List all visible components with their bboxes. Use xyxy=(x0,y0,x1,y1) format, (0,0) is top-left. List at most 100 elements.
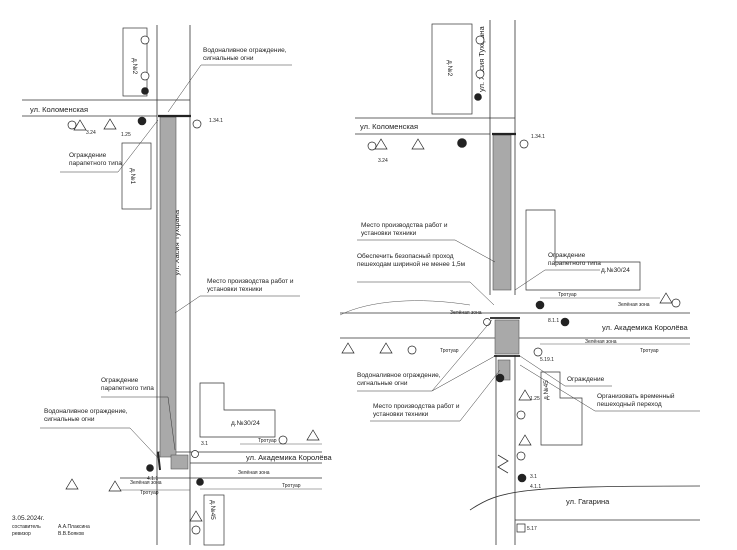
sign-code: 1.25 xyxy=(530,396,540,402)
right-building-d2-label: д.№2 xyxy=(446,60,453,77)
left-signs-top: 1.25 1.34.1 3.24 xyxy=(67,35,223,138)
left-work-zone-intersection xyxy=(170,454,189,470)
left-callout-water-top: Водоналивное ограждение,сигнальные огни xyxy=(203,47,287,62)
sign-code: 3.1 xyxy=(201,441,208,447)
speed-limit-sign-icon xyxy=(367,141,377,151)
no-entry-sign-icon xyxy=(457,138,467,148)
lane-sign-icon xyxy=(483,318,491,326)
warning-triangle-icon xyxy=(518,434,532,446)
sign-code: 4.1.1 xyxy=(147,476,158,482)
sign-code: 4.1.1 xyxy=(530,484,541,490)
left-sidewalk-label-2: Тротуар xyxy=(282,483,301,489)
right-break-mark-2 xyxy=(497,454,509,474)
left-street-hasiya: ул. Хасия Тухфана xyxy=(172,209,181,275)
no-entry-sign-icon xyxy=(560,317,570,327)
left-footer-role1: составитель xyxy=(12,524,41,530)
warning-triangle-icon xyxy=(379,342,393,354)
warning-triangle-icon xyxy=(659,292,673,304)
right-callout-work-bottom-leader xyxy=(459,369,501,422)
warning-triangle-icon xyxy=(73,119,87,131)
pedestrian-crossing-sign-icon xyxy=(533,347,543,357)
sign-code: 3.24 xyxy=(86,130,96,136)
right-callout-water: Водоналивное ограждение,сигнальные огни xyxy=(357,372,441,387)
right-work-zone-intersection xyxy=(494,319,520,355)
warning-triangle-icon xyxy=(189,510,203,522)
right-green-label-3: Зелёная зона xyxy=(450,310,482,316)
no-entry-sign-icon xyxy=(146,464,154,472)
left-scheme: д.№2 д.№1 д.№30/24 д.№45 ул. Коломенская… xyxy=(12,25,333,546)
left-building-d30 xyxy=(199,382,276,438)
sign-code: 3.24 xyxy=(378,158,388,164)
warning-triangle-icon xyxy=(411,138,425,150)
right-callout-parapet-leader xyxy=(514,269,546,291)
left-work-zone xyxy=(159,116,177,458)
warning-triangle-icon xyxy=(518,389,532,401)
bus-stop-sign-icon xyxy=(192,119,202,129)
bus-stop-sign-icon xyxy=(519,139,529,149)
sign-code: 8.1.1 xyxy=(548,318,559,324)
right-work-zone xyxy=(492,134,512,291)
speed-limit-sign-icon xyxy=(671,298,681,308)
right-sidewalk-label-3: Тротуар xyxy=(440,348,459,354)
left-footer-name1: А.А.Плаксина xyxy=(58,524,90,530)
sign-code: 5.19.1 xyxy=(540,357,554,363)
left-signs-bottom: 3.1 4.1.1 xyxy=(65,429,320,535)
pedestrian-crossing-sign-icon xyxy=(407,345,417,355)
warning-triangle-icon xyxy=(374,138,388,150)
left-building-d1 xyxy=(121,142,152,210)
right-building-d45 xyxy=(540,371,583,446)
no-entry-sign-icon xyxy=(535,300,545,310)
left-building-d45-label: д.№45 xyxy=(209,500,216,520)
right-street-kolomenskaya: ул. Коломенская xyxy=(360,122,418,131)
sign-code: 3.1 xyxy=(530,474,537,480)
no-entry-sign-icon xyxy=(137,116,147,126)
left-callout-parapet-top-leader xyxy=(117,119,159,173)
left-building-d2-label: д.№2 xyxy=(131,58,138,75)
right-building-d30-label: д.№30/24 xyxy=(601,267,630,274)
sign-code: 5.17 xyxy=(527,526,537,532)
right-curve-road xyxy=(339,300,471,316)
warning-triangle-icon xyxy=(341,342,355,354)
left-water-barrier-bottom xyxy=(157,451,161,471)
warning-triangle-icon xyxy=(65,478,79,490)
left-street-kolomenskaya: ул. Коломенская xyxy=(30,105,88,114)
right-gagarin-road xyxy=(469,485,701,511)
right-callout-work-top-leader xyxy=(454,239,496,263)
direction-sign-icon xyxy=(475,69,485,79)
direction-sign-icon xyxy=(475,35,485,45)
right-callout-fence-leader xyxy=(519,355,566,387)
right-callout-water-leader xyxy=(431,355,496,392)
sign-code: 1.34.1 xyxy=(209,118,223,124)
left-green-label: Зелёная зона xyxy=(130,480,162,486)
sign-code: 1.25 xyxy=(121,132,131,138)
right-street-gagarin: ул. Гагарина xyxy=(566,497,610,506)
left-street-korolev: ул. Академика Королёва xyxy=(246,453,333,462)
lane-sign-icon xyxy=(191,450,199,458)
no-entry-sign-icon xyxy=(196,478,204,486)
right-building-d30 xyxy=(525,209,641,291)
no-entry-sign-icon xyxy=(474,93,482,101)
no-entry-sign-icon xyxy=(495,373,505,383)
right-callout-safe-pass-leader xyxy=(469,281,495,306)
right-street-korolev: ул. Академика Королёва xyxy=(602,323,689,332)
left-building-d1-label: д.№1 xyxy=(129,168,136,185)
right-building-d2 xyxy=(431,23,473,115)
left-callout-water-bottom-leader xyxy=(129,427,161,461)
right-street-hasiya: ул. Хасия Тухфана xyxy=(477,26,486,92)
right-callout-fence: Ограждение xyxy=(567,376,605,383)
left-footer-name2: В.В.Бояков xyxy=(58,531,84,537)
direction-sign-icon xyxy=(140,35,150,45)
crossing-sign-icon xyxy=(516,523,526,533)
left-sidewalk-label: Тротуар xyxy=(258,438,277,444)
no-entry-sign-icon xyxy=(517,473,527,483)
right-green-label-2: Зелёная зона xyxy=(618,302,650,308)
left-footer-role2: ревизор xyxy=(12,531,31,537)
no-entry-sign-icon xyxy=(141,87,149,95)
warning-triangle-icon xyxy=(306,429,320,441)
right-green-label: Зелёная зона xyxy=(585,339,617,345)
